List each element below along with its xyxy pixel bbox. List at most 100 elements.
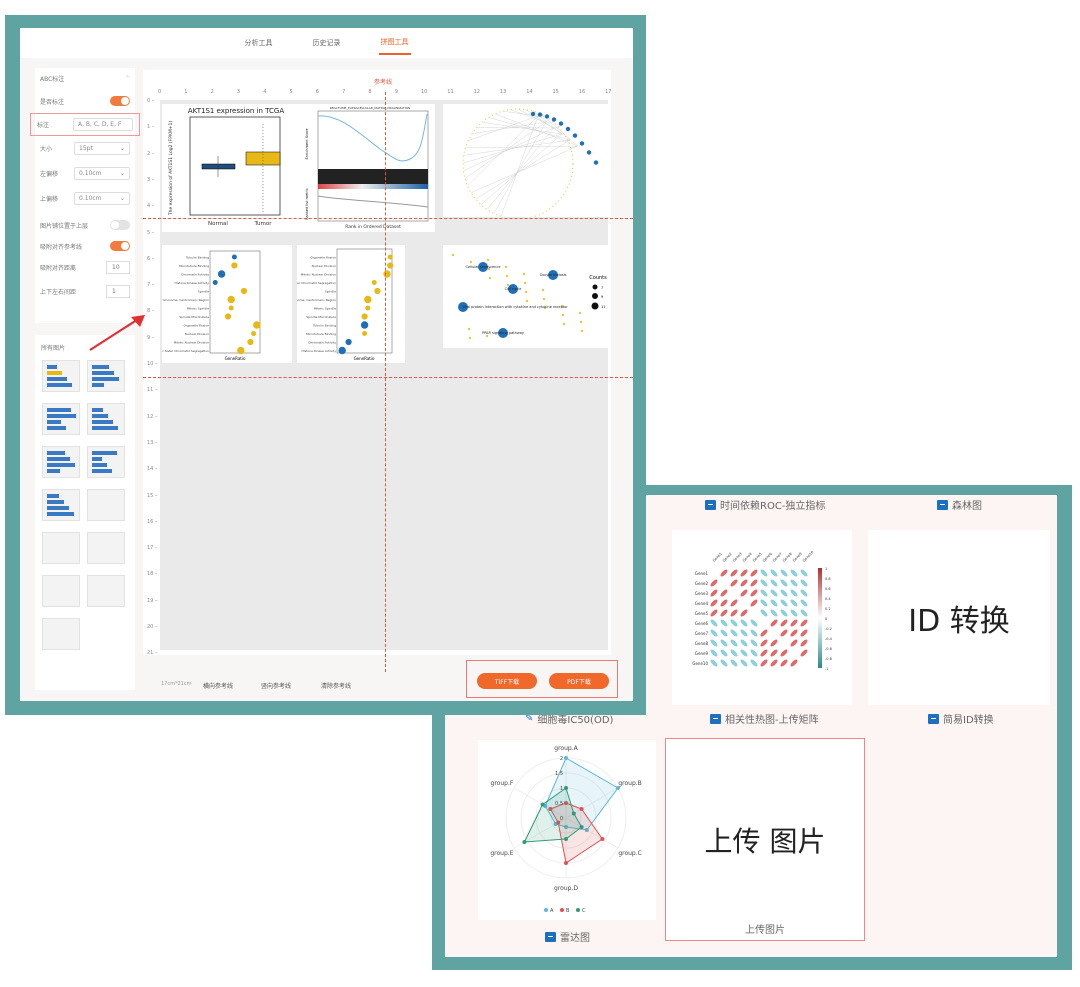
term-label: Organelle Fission: [310, 256, 336, 260]
term-label: Spindle: [325, 290, 336, 294]
tool-radar-label[interactable]: 雷达图: [545, 929, 590, 944]
pathway-node: [508, 284, 518, 294]
rank-gradient: [318, 184, 428, 189]
horizontal-guide-line[interactable]: [143, 218, 633, 219]
xlabel: GeneRatio: [354, 356, 375, 361]
size-select[interactable]: 15pt⌄: [74, 142, 130, 155]
color-scale: [818, 568, 822, 668]
gene-label: Gene2: [722, 552, 733, 563]
image-thumbnail[interactable]: [42, 446, 80, 478]
show-label-toggle[interactable]: [110, 96, 130, 106]
correlation-cell: [750, 649, 758, 657]
ruler-tick: 21 –: [147, 650, 158, 657]
image-thumbnail[interactable]: [42, 532, 80, 564]
image-thumbnail[interactable]: [87, 360, 125, 392]
tool-id-label[interactable]: 简易ID转换: [928, 711, 994, 726]
image-thumbnail[interactable]: [42, 575, 80, 607]
scale-label: 1: [825, 567, 827, 571]
left-offset-select[interactable]: 0.10cm⌄: [74, 167, 130, 180]
correlation-cell: [730, 649, 738, 657]
tab-analysis[interactable]: 分析工具: [244, 39, 273, 47]
image-thumbnail[interactable]: [87, 446, 125, 478]
data-point: [564, 801, 568, 805]
label-text: 森林图: [952, 501, 982, 512]
gene-node: [578, 311, 582, 315]
label-text: 时间依赖ROC-独立指标: [720, 501, 826, 512]
box-normal: [201, 163, 236, 170]
upload-image-card[interactable]: 上传 图片 上传图片: [665, 738, 865, 941]
gene-label: Gene4: [695, 601, 709, 606]
gene-label: Gene5: [752, 552, 763, 563]
image-thumbnail[interactable]: [87, 532, 125, 564]
chevron-up-icon[interactable]: ⌃: [124, 75, 130, 82]
term-label: Histone Kinase Activity: [175, 281, 210, 285]
image-thumbnail[interactable]: [42, 360, 80, 392]
correlation-cell: [800, 599, 808, 607]
left-offset-value: 0.10cm: [79, 170, 102, 177]
tool-ic50-label[interactable]: ✎细胞毒IC50(OD): [525, 711, 613, 726]
correlation-cell: [780, 629, 788, 637]
pathway-label: Cellular senescence: [466, 265, 501, 269]
top-offset-select[interactable]: 0.10cm⌄: [74, 192, 130, 205]
add-horizontal-guide-button[interactable]: 横向参考线: [203, 683, 234, 690]
term-label: Chromatin Activity: [308, 341, 336, 345]
boxplot-title: AKT1S1 expression in TCGA: [188, 107, 284, 115]
hit-bars: [318, 169, 428, 184]
correlation-cell: [780, 609, 788, 617]
correlation-cell: [720, 569, 728, 577]
correlation-cell: [710, 589, 718, 597]
tool-heatmap-label[interactable]: 相关性热图-上传矩阵: [710, 711, 819, 726]
gene-label: Gene2: [695, 581, 709, 586]
gene-node: [558, 121, 564, 126]
correlation-cell: [730, 619, 738, 627]
data-point: [564, 786, 568, 790]
correlation-cell: [770, 619, 778, 627]
vertical-guide-line[interactable]: [385, 92, 386, 672]
clear-guides-button[interactable]: 清除参考线: [321, 683, 352, 690]
image-on-top-toggle[interactable]: [110, 220, 130, 230]
plot-gsea[interactable]: REACTOME_EXTRACELLULAR_MATRIX_ORGANIZATI…: [300, 104, 435, 232]
snap-guides-toggle[interactable]: [110, 241, 130, 251]
correlation-heatmap-thumbnail: Gene1Gene1Gene2Gene2Gene3Gene3Gene4Gene4…: [692, 550, 832, 671]
pdf-download-button[interactable]: PDF下载: [549, 673, 609, 689]
snap-distance-input[interactable]: 10: [106, 261, 130, 274]
correlation-cell: [740, 629, 748, 637]
horizontal-guide-line[interactable]: [143, 377, 633, 378]
chord: [488, 117, 571, 141]
image-thumbnail[interactable]: [87, 575, 125, 607]
tool-icon: [705, 499, 716, 510]
label-text: 简易ID转换: [943, 715, 994, 726]
plot-circos[interactable]: [443, 104, 608, 220]
term-label: Spindle: [198, 290, 209, 294]
tool-roc-label[interactable]: 时间依赖ROC-独立指标: [705, 497, 825, 512]
image-thumbnail[interactable]: [42, 403, 80, 435]
paper[interactable]: AKT1S1 expression in TCGA The expression…: [140, 100, 608, 650]
dot: [251, 331, 257, 336]
plot-boxplot[interactable]: AKT1S1 expression in TCGA The expression…: [162, 104, 300, 232]
label-text-input[interactable]: A, B, C, D, E, F: [73, 118, 133, 131]
spacing-input[interactable]: 1: [106, 285, 130, 298]
tool-forest-label[interactable]: 森林图: [937, 497, 982, 512]
image-thumbnail[interactable]: [42, 618, 80, 650]
ruler-tick: 15 –: [147, 492, 158, 499]
tiff-download-button[interactable]: TIFF下载: [477, 673, 537, 689]
chord: [480, 133, 563, 205]
image-thumbnail[interactable]: [42, 489, 80, 521]
dot: [247, 338, 254, 346]
id-convert-card[interactable]: ID 转换: [868, 530, 1050, 705]
add-vertical-guide-button[interactable]: 竖向参考线: [261, 683, 292, 690]
image-thumbnail[interactable]: [87, 403, 125, 435]
image-thumbnail[interactable]: [87, 489, 125, 521]
correlation-cell: [790, 659, 798, 667]
paper-size: 17cm*21cm: [161, 681, 192, 687]
label-text-label: 标注: [37, 122, 50, 129]
gene-node: [543, 306, 547, 310]
tab-composer[interactable]: 拼图工具: [378, 31, 411, 55]
tab-history[interactable]: 历史记录: [312, 39, 341, 47]
ruler-tick: 16: [578, 89, 586, 95]
